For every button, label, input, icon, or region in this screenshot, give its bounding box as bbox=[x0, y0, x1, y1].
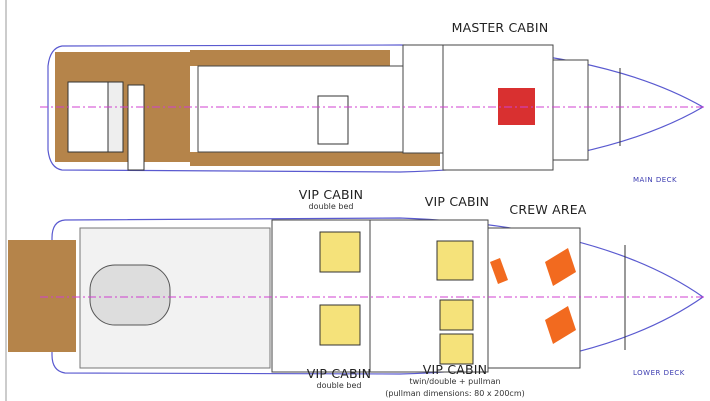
crew-bunk bbox=[490, 258, 508, 284]
vip-double-bed bbox=[319, 304, 361, 346]
lower-deck-label: LOWER DECK bbox=[633, 369, 685, 377]
table bbox=[127, 84, 145, 171]
crew-bunk bbox=[545, 248, 576, 286]
side-deck-teak bbox=[190, 152, 440, 166]
main-deck-plan bbox=[40, 44, 705, 173]
vip-twin-bed bbox=[439, 333, 474, 365]
master-bath bbox=[552, 59, 589, 161]
vip-double-bed bbox=[319, 231, 361, 273]
crew-bunk bbox=[545, 306, 576, 344]
vip-cabin-label: VIP CABIN bbox=[424, 194, 490, 209]
swim-platform-teak bbox=[8, 240, 76, 352]
sunpad bbox=[67, 81, 109, 153]
main-deck-label: MAIN DECK bbox=[633, 176, 678, 184]
vip-cabin-label: VIP CABIN bbox=[298, 187, 364, 202]
vip-cabin-label: VIP CABIN bbox=[306, 366, 372, 381]
crew-area-label: CREW AREA bbox=[509, 202, 587, 217]
vip-twin-bed bbox=[439, 299, 474, 331]
vip-cabin-subtitle: twin/double + pullman bbox=[409, 377, 501, 386]
side-deck-teak bbox=[190, 50, 390, 66]
vip-cabin-subtitle: double bed bbox=[308, 202, 354, 211]
vip-cabin-subtitle: double bed bbox=[316, 381, 362, 390]
salon bbox=[197, 65, 404, 153]
sofa bbox=[107, 81, 124, 153]
crew-area-room bbox=[487, 227, 581, 369]
vip-bed bbox=[436, 240, 474, 281]
lower-deck-plan bbox=[8, 217, 705, 375]
master-cabin-label: MASTER CABIN bbox=[451, 20, 549, 35]
dining-table bbox=[317, 95, 349, 145]
pullman-dimensions-note: (pullman dimensions: 80 x 200cm) bbox=[385, 389, 525, 398]
vip-cabin-label: VIP CABIN bbox=[422, 362, 488, 377]
tender bbox=[89, 264, 171, 326]
galley bbox=[402, 44, 444, 154]
